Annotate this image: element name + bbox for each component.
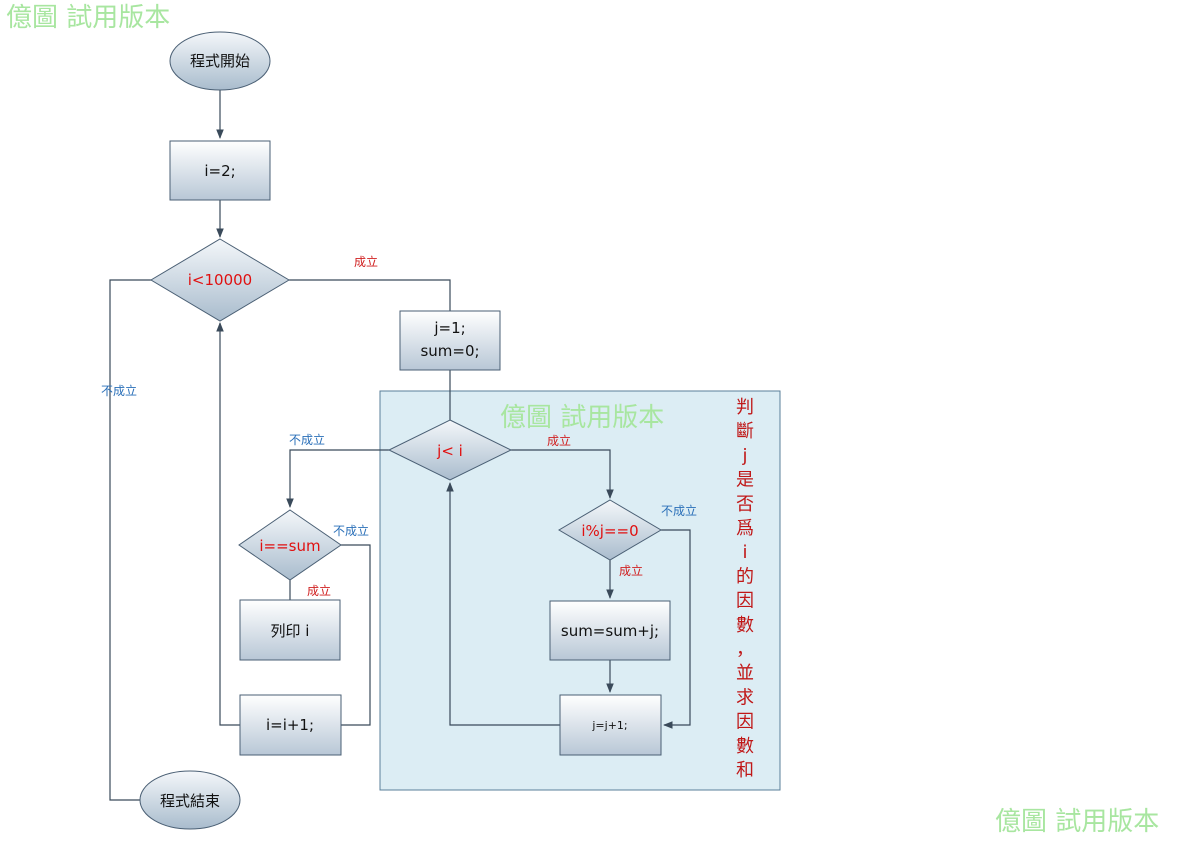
equal-yes-label: 成立 [307,583,331,598]
edge-equal-no [341,544,371,726]
note-char: 判 [736,397,754,418]
inner-yes-label: 成立 [547,433,571,448]
watermark-center-overlay: 億圖 試用版本 [500,403,664,433]
outer-condition-label: i<10000 [188,271,252,289]
mod-no-label: 不成立 [661,503,697,518]
i-increment-label: i=i+1; [266,716,314,734]
connectors [109,90,691,801]
outer-condition-diamond: i<10000 [150,238,290,322]
sum-update-label: sum=sum+j; [561,622,659,640]
edge-inner-no [286,449,389,508]
note-char: i [742,542,747,563]
start-node: 程式開始 [169,31,271,91]
end-node: 程式結束 [139,770,241,830]
edge-inner-yes [511,449,614,499]
watermark-bottom-right: 億圖 試用版本 [995,807,1159,837]
note-char: 爲 [736,518,754,539]
init-i-label: i=2; [204,162,235,180]
inner-condition-label: j< i [436,442,463,460]
edge-jinc-loop [446,482,560,726]
init-i-box: i=2; [169,140,271,201]
print-i-label: 列印 i [271,622,310,640]
note-char: ， [736,639,754,660]
note-char: 的 [736,566,754,587]
equal-condition-label: i==sum [259,537,320,555]
note-char: 數 [736,615,754,636]
outer-yes-label: 成立 [354,254,378,269]
note-char: 求 [736,687,754,708]
init-j-label-line2: sum=0; [420,342,479,360]
init-j-box: j=1; sum=0; [399,310,501,371]
edge-mod-no [661,529,691,729]
sum-update-box: sum=sum+j; [549,600,671,661]
inner-condition-diamond: j< i [387,419,513,481]
note-char: j [741,445,747,466]
mod-condition-label: i%j==0 [581,522,638,540]
j-increment-label: j=j+1; [591,719,627,732]
note-char: 和 [736,760,754,781]
watermark-top-left: 億圖 試用版本 [6,3,170,33]
outer-no-label: 不成立 [101,383,137,398]
note-char: 否 [736,494,754,515]
note-char: 數 [736,736,754,757]
note-char: 並 [736,663,754,684]
j-increment-box: j=j+1; [559,694,662,756]
equal-condition-diamond: i==sum [238,509,342,581]
end-label: 程式結束 [160,792,220,810]
edge-outer-no [109,279,151,801]
init-j-label-line1: j=1; [433,319,465,337]
note-char: 斷 [736,421,754,442]
edge-outer-yes [289,279,451,311]
note-char: 因 [736,712,754,733]
print-i-box: 列印 i [239,599,341,661]
edge-iinc-loop [216,322,240,726]
note-char: 因 [736,591,754,612]
equal-no-label: 不成立 [333,523,369,538]
i-increment-box: i=i+1; [239,694,342,756]
inner-no-label: 不成立 [289,432,325,447]
mod-condition-diamond: i%j==0 [558,499,662,561]
note-char: 是 [736,470,754,491]
mod-yes-label: 成立 [619,563,643,578]
start-label: 程式開始 [190,52,250,70]
